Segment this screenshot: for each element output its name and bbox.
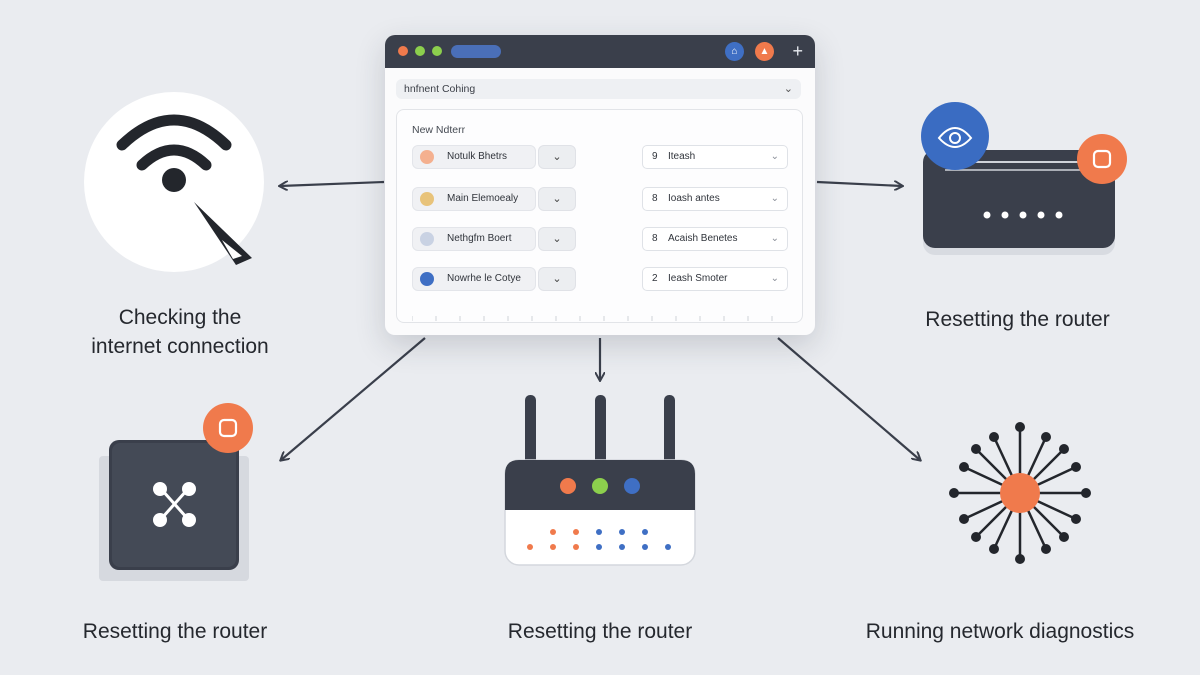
chevron-down-icon: ⌄ [770,151,779,162]
chevron-down-icon: ⌄ [770,233,779,244]
window-titlebar: ⌂ ▲ + [385,35,815,68]
row-value-field[interactable]: 8 Ioash antes ⌄ [642,187,788,211]
browser-tab[interactable] [451,45,501,58]
row-icon [420,232,434,246]
arrow-to-wifi [280,182,385,186]
label-line: Checking the [118,306,242,329]
row-label: Main Elemoealy [447,193,519,204]
row-icon [420,150,434,164]
new-tab-button[interactable]: + [792,41,803,61]
wifi-gauge-icon [84,92,264,272]
chevron-down-icon[interactable]: ⌄ [538,267,576,291]
panel-ruler [412,316,773,321]
row-value-field[interactable]: 8 Acaish Benetes ⌄ [642,227,788,251]
label-resetting-router-center: Resetting the router [507,620,693,643]
settings-panel: New Ndterr Notulk Bhetrs ⌄ 9 Iteash ⌄ Ma… [396,109,803,323]
minimize-dot[interactable] [415,46,425,56]
close-dot[interactable] [398,46,408,56]
row-number: 8 [652,193,658,204]
chevron-down-icon[interactable]: ⌄ [538,187,576,211]
row-value-field[interactable]: 9 Iteash ⌄ [642,145,788,169]
dropdown-label: hnfnent Cohing [404,83,476,95]
row-label: Notulk Bhetrs [447,151,508,162]
maximize-dot[interactable] [432,46,442,56]
label-resetting-router-top: Resetting the router [925,308,1110,331]
label-checking-connection: Checking the internet connection [70,303,290,361]
network-diagnostics-icon [949,422,1091,564]
chevron-down-icon: ⌄ [783,83,793,95]
arrow-to-network [777,337,920,460]
panel-title: New Ndterr [412,124,466,136]
chevron-down-icon: ⌄ [770,193,779,204]
row-value: Ioash antes [668,193,720,204]
home-icon[interactable]: ⌂ [725,42,744,61]
row-select[interactable]: Notulk Bhetrs [412,145,536,169]
app-window: ⌂ ▲ + hnfnent Cohing ⌄ New Ndterr Notulk… [385,35,815,335]
arrow-to-hub [281,337,426,460]
row-value-field[interactable]: 2 Ieash Smoter ⌄ [642,267,788,291]
chevron-down-icon[interactable]: ⌄ [538,227,576,251]
row-select[interactable]: Nowrhe le Cotye [412,267,536,291]
chevron-down-icon[interactable]: ⌄ [538,145,576,169]
profile-icon[interactable]: ▲ [755,42,774,61]
row-label: Nowrhe le Cotye [447,273,521,284]
row-icon [420,192,434,206]
row-select[interactable]: Nethgfm Boert [412,227,536,251]
router-icon [504,395,696,566]
label-resetting-router-left: Resetting the router [82,620,268,643]
router-card-icon [921,102,1127,255]
row-value: Acaish Benetes [668,233,738,244]
row-select[interactable]: Main Elemoealy [412,187,536,211]
row-number: 2 [652,273,658,284]
label-network-diagnostics: Running network diagnostics [865,620,1135,643]
arrow-to-router-card [816,182,902,186]
label-line: internet connection [91,335,269,358]
row-icon [420,272,434,286]
row-number: 9 [652,151,658,162]
network-hub-icon [99,403,253,581]
connection-dropdown[interactable]: hnfnent Cohing ⌄ [396,79,801,99]
row-value: Ieash Smoter [668,273,728,284]
chevron-down-icon: ⌄ [770,273,779,284]
row-value: Iteash [668,151,696,162]
row-label: Nethgfm Boert [447,233,512,244]
row-number: 8 [652,233,658,244]
